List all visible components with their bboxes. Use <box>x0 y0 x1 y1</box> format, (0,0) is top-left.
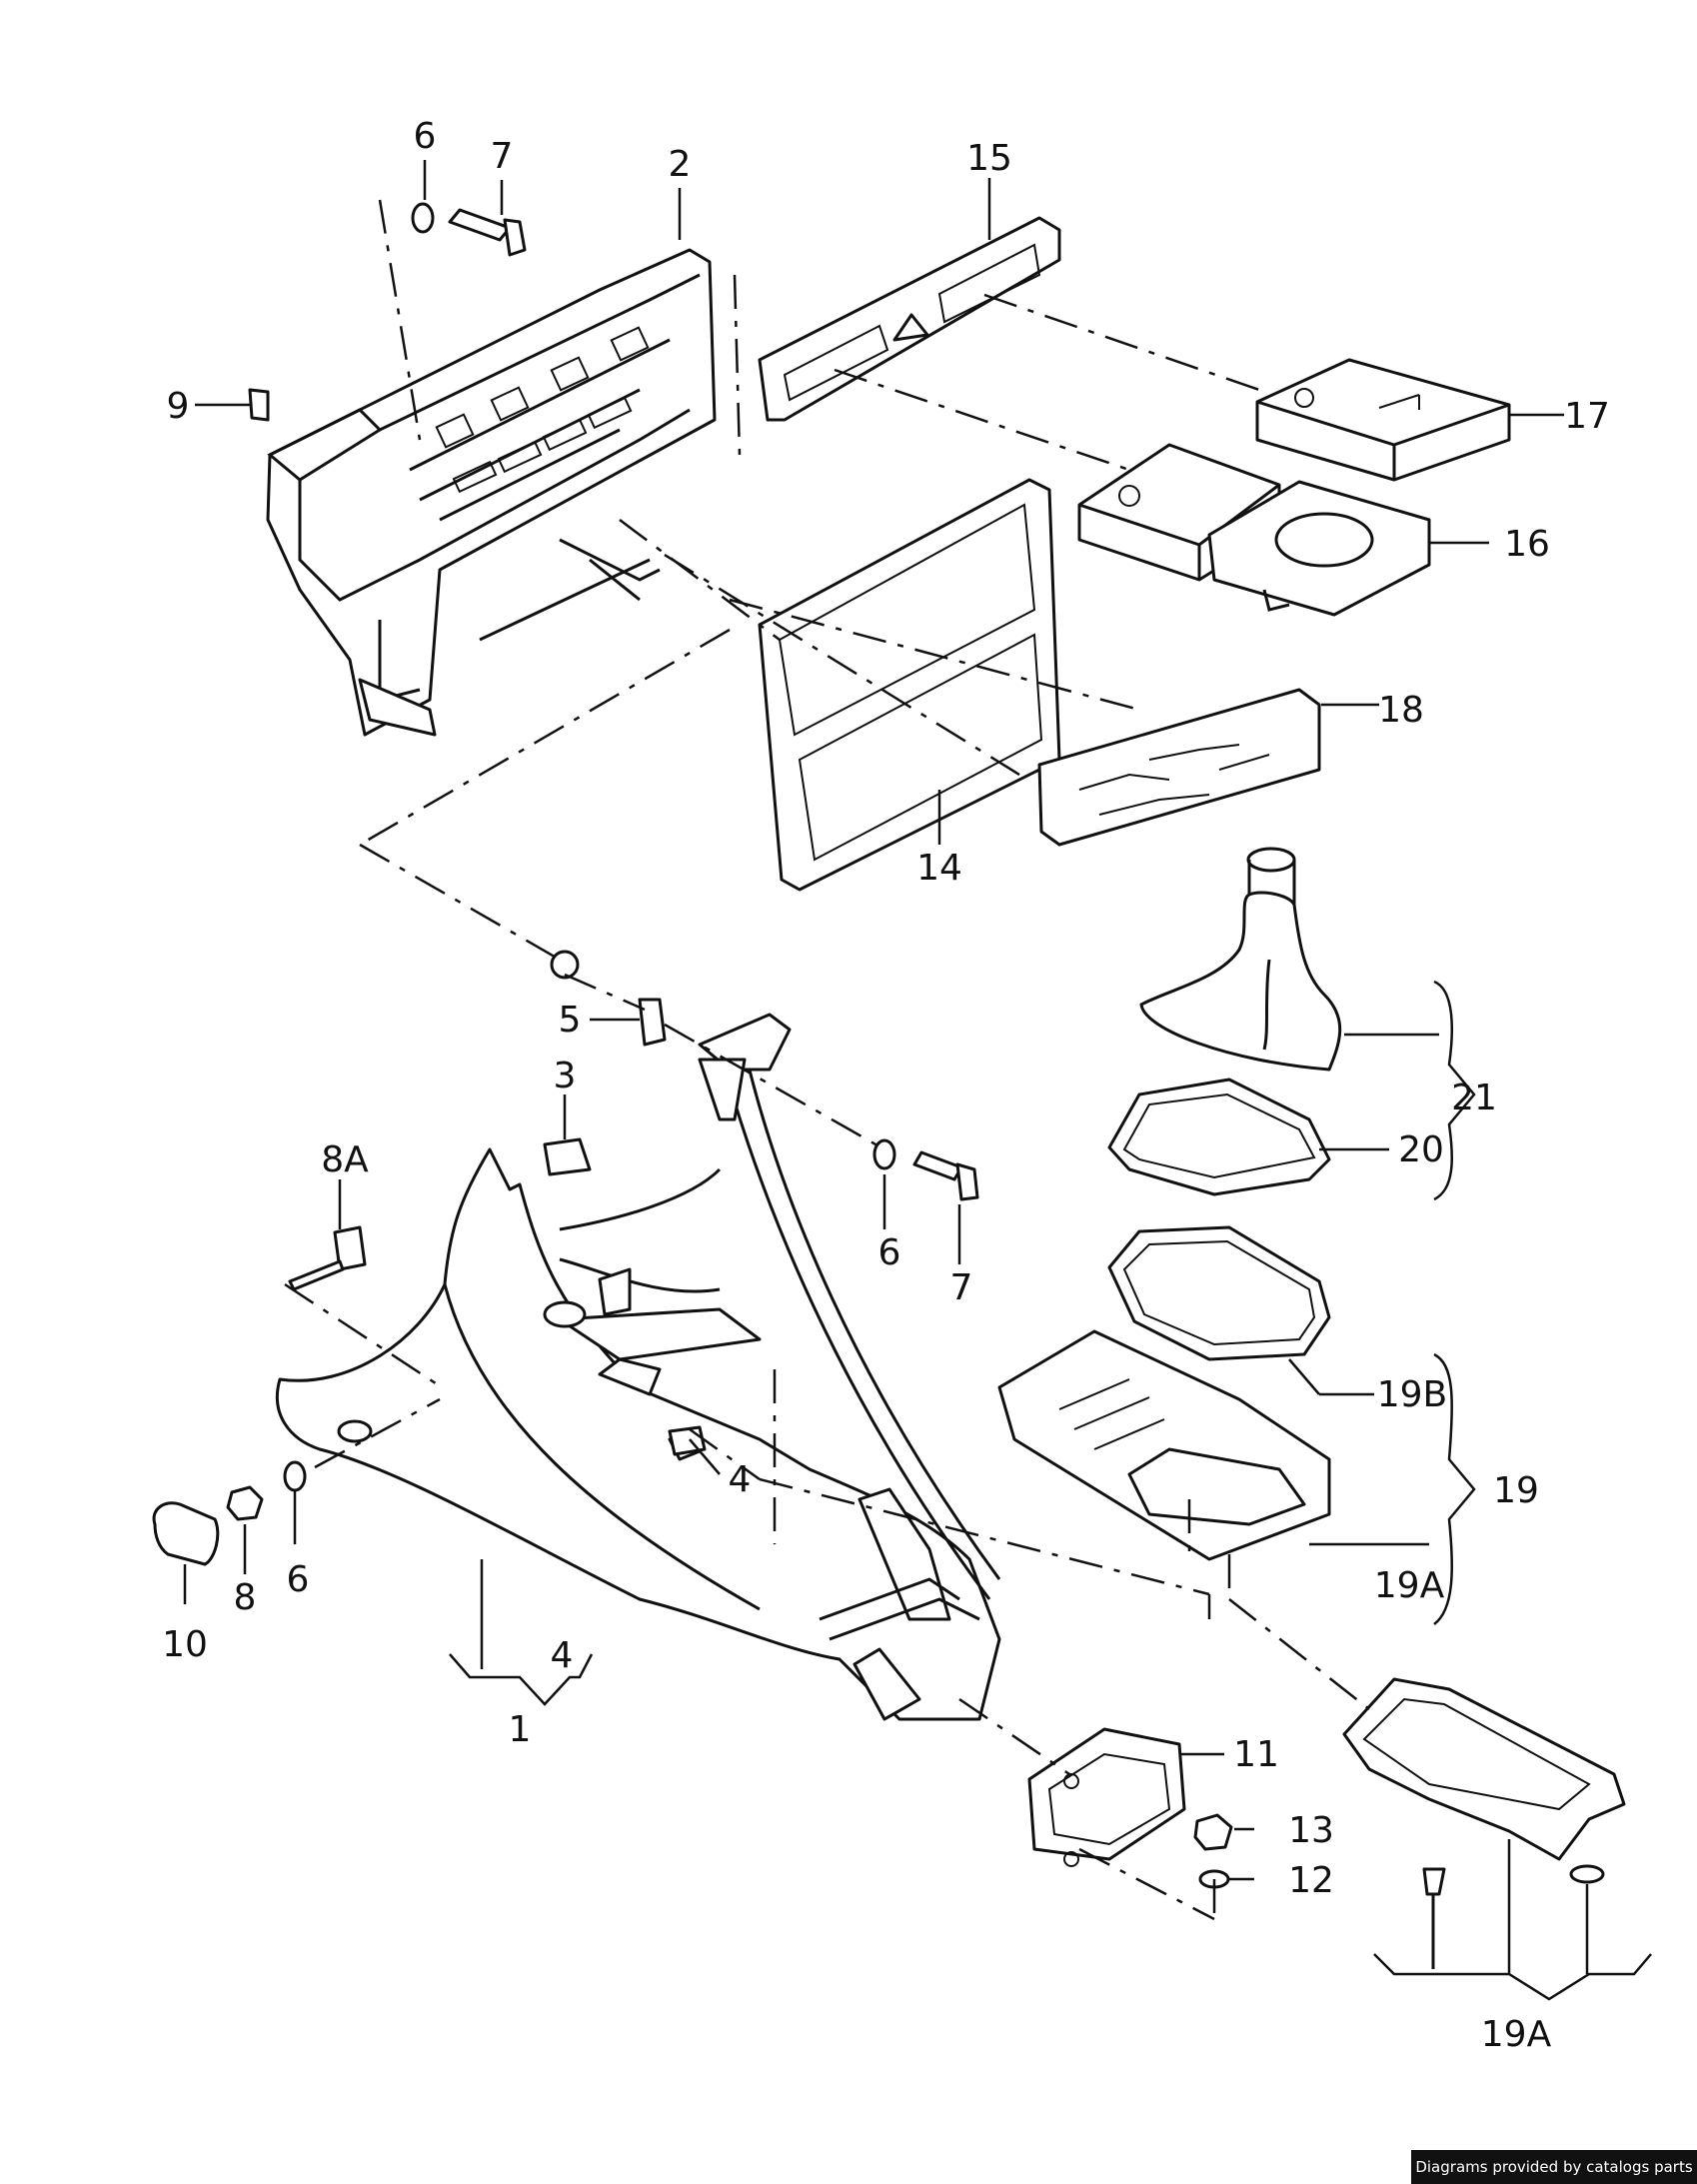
callout-5: 5 <box>559 1000 582 1041</box>
callout-15: 15 <box>966 138 1012 179</box>
part-11-bracket <box>1027 1727 1186 1867</box>
leader-lines <box>183 160 1589 1974</box>
callout-8A: 8A <box>321 1139 369 1180</box>
callout-16: 16 <box>1504 524 1550 565</box>
part-20-boot-frame <box>1107 1078 1331 1196</box>
callout-17: 17 <box>1564 396 1610 437</box>
part-14-double-trim <box>758 478 1061 892</box>
callout-6-low: 6 <box>287 1559 310 1600</box>
callout-7: 7 <box>491 136 514 177</box>
part-1-center-console <box>275 1013 1001 1721</box>
callout-3: 3 <box>554 1056 577 1096</box>
footer-credit: Diagrams provided by catalogs parts <box>1411 2150 1697 2184</box>
callout-19: 19 <box>1493 1470 1539 1511</box>
callout-labels: 6 7 2 15 9 17 16 18 14 5 3 8A 6 7 4 8 6 … <box>162 116 1610 2055</box>
callout-11: 11 <box>1233 1734 1279 1775</box>
callout-14: 14 <box>916 848 962 889</box>
callout-8: 8 <box>234 1577 257 1618</box>
callout-19B: 19B <box>1377 1374 1448 1415</box>
callout-19A-bottom: 19A <box>1481 2014 1552 2055</box>
part-17-storage-box <box>1255 358 1511 482</box>
part-15-trim-frame <box>758 216 1061 422</box>
part-18-wood-panel <box>1037 688 1321 847</box>
brackets <box>449 980 1652 2001</box>
part-21-gear-boot <box>1139 847 1342 1072</box>
callout-18: 18 <box>1378 690 1424 731</box>
part-2-mounting-frame <box>266 248 717 737</box>
callout-20: 20 <box>1398 1129 1444 1170</box>
callout-19A-top: 19A <box>1374 1565 1445 1606</box>
callout-21: 21 <box>1451 1078 1497 1118</box>
part-19B-trim-ring <box>1107 1225 1331 1361</box>
callout-4-bracket: 4 <box>551 1635 574 1676</box>
callout-6: 6 <box>414 116 437 157</box>
callout-2: 2 <box>669 144 692 185</box>
part-6-washer-top <box>411 202 435 234</box>
callout-1: 1 <box>509 1709 532 1750</box>
callout-4-clip: 4 <box>729 1459 752 1500</box>
callout-10: 10 <box>162 1624 208 1665</box>
callout-7-mid: 7 <box>950 1267 973 1308</box>
part-19A-console-top <box>997 1329 1331 1561</box>
callout-13: 13 <box>1288 1810 1334 1851</box>
callout-12: 12 <box>1288 1860 1334 1901</box>
callout-9: 9 <box>167 386 190 427</box>
part-16-cup-holder <box>1077 443 1431 617</box>
dashed-reference-lines <box>284 199 1370 1921</box>
small-parts <box>152 202 1233 1889</box>
part-19A-mounting-plate <box>1342 1677 1626 1969</box>
callout-6-mid: 6 <box>878 1232 901 1273</box>
